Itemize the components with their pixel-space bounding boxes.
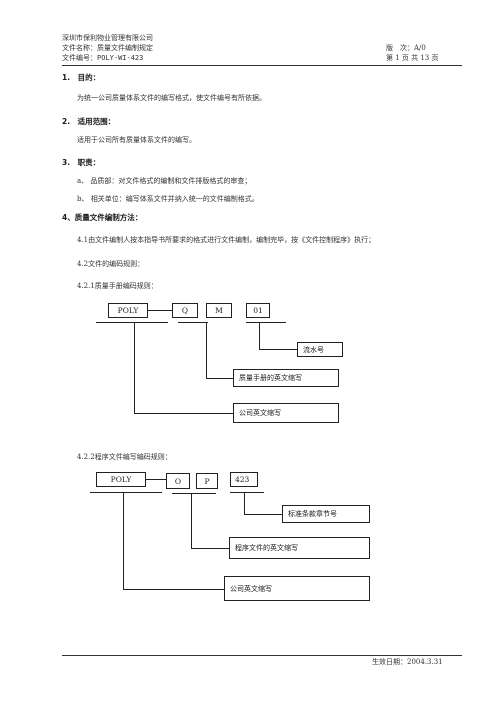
manual-code-serial: 01: [246, 303, 270, 318]
section-2-heading: 2. 适用范围：: [62, 117, 116, 126]
connector-manual: [206, 322, 207, 378]
diagram-2-dash: [146, 479, 166, 480]
procedure-code-o: O: [166, 473, 190, 489]
procedure-code-clause: 423: [230, 472, 258, 487]
document-title: 文件名称：质量文件编制规定: [62, 44, 153, 52]
section-4-2-1: 4.2.1质量手册编码规则：: [77, 282, 158, 290]
section-4-2-2: 4.2.2程序文件编写编码规则：: [77, 453, 172, 461]
header-rule: [62, 65, 462, 66]
label-company-abbrev-2: 公司英文缩写: [224, 576, 370, 601]
section-4-2: 4.2文件的编码规则：: [77, 260, 145, 268]
section-1-heading: 1. 目的：: [62, 73, 101, 82]
connector-company-2: [123, 492, 124, 589]
label-manual-abbrev: 质量手册的英文缩写: [233, 369, 339, 387]
diagram-1-underline-serial: [246, 322, 286, 323]
section-4-heading: 4、质量文件编制方法：: [62, 213, 143, 222]
procedure-code-p: P: [196, 473, 218, 489]
diagram-1-dash: [148, 310, 172, 311]
connector-procedure: [191, 493, 192, 548]
section-2-body: 适用于公司所有质量体系文件的编写。: [77, 136, 196, 144]
procedure-code-poly: POLY: [96, 472, 146, 487]
diagram-1-base-line: [96, 322, 168, 323]
connector-serial: [259, 322, 260, 349]
diagram-2-underline-op: [172, 493, 216, 494]
version-label: 版 次：A/0: [386, 44, 426, 52]
label-procedure-abbrev: 程序文件的英文缩写: [229, 537, 370, 559]
section-3-heading: 3. 职责：: [62, 158, 101, 167]
label-serial-number: 流水号: [297, 342, 343, 357]
connector-clause: [244, 492, 245, 514]
manual-code-q: Q: [172, 303, 198, 318]
section-1-body: 为统一公司质量体系文件的编写格式，使文件编号有所依据。: [77, 94, 266, 102]
label-clause-number: 标准条款章节号: [282, 505, 370, 523]
effective-date: 生效日期：2004.3.31: [372, 658, 443, 666]
footer-rule: [62, 655, 462, 656]
manual-code-poly: POLY: [108, 303, 148, 318]
section-3-item-b: b、 相关单位：编写体系文件并纳入统一的文件编制格式。: [77, 195, 259, 203]
label-company-abbrev: 公司英文缩写: [233, 403, 339, 423]
page-indicator: 第 1 页 共 13 页: [386, 54, 439, 62]
section-4-1: 4.1由文件编制人按本指导书所要求的格式进行文件编制，编制完毕，按《文件控制程序…: [77, 236, 376, 244]
diagram-1-underline-q: [178, 322, 208, 323]
document-number: 文件编号：POLY-WI-423: [62, 54, 144, 62]
section-3-item-a: a、 品质部：对文件格式的编制和文件排版格式的审查；: [77, 177, 252, 185]
company-name: 深圳市保利物业管理有限公司: [62, 34, 153, 42]
diagram-2-underline-clause: [230, 492, 264, 493]
diagram-2-base-line: [90, 492, 162, 493]
manual-code-m: M: [206, 303, 232, 318]
connector-company: [134, 322, 135, 413]
